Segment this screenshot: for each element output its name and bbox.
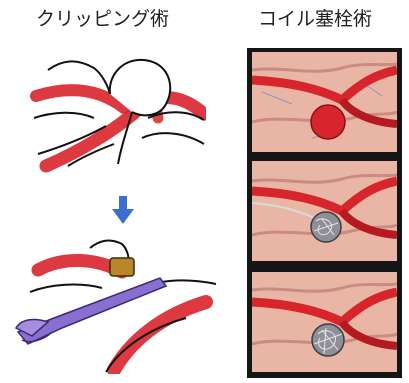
coiling-image-strip [247,48,402,378]
clip-drawing [10,232,220,374]
aneurysm-neck [110,258,134,276]
vessel-band [114,302,206,370]
clipping-title: クリッピング術 [36,4,169,31]
coiling-step-1-image [252,52,397,152]
coiling-step-2-image [252,161,397,261]
aneurysm-drawing [28,46,206,178]
coiling-title: コイル塞栓術 [258,4,372,31]
aneurysm-sac [311,105,345,139]
down-arrow-icon [110,196,136,226]
coiled-aneurysm [312,324,344,356]
coiling-step-3-image [252,272,397,372]
